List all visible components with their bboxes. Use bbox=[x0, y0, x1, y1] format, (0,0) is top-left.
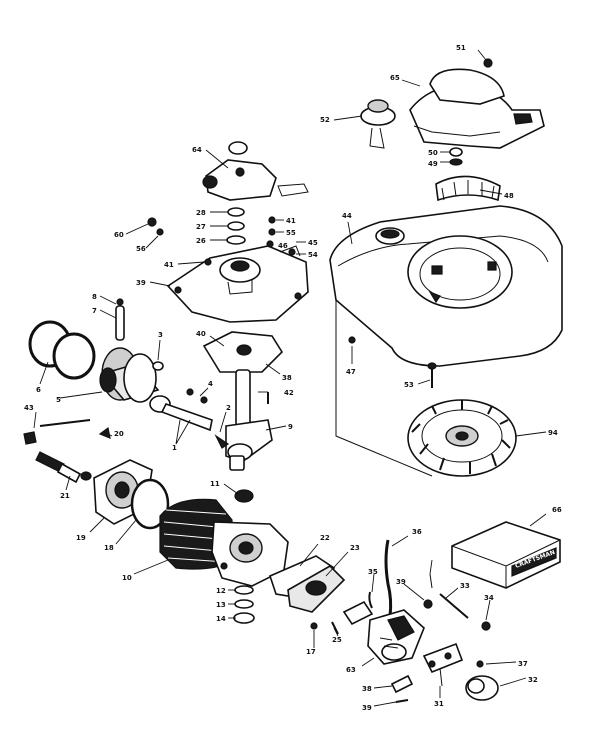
callout-21: 21 bbox=[60, 492, 70, 500]
callout-1: 1 bbox=[172, 444, 177, 452]
callout-39c: 39 bbox=[362, 704, 372, 712]
callout-63: 63 bbox=[346, 666, 356, 674]
callout-44: 44 bbox=[342, 212, 352, 220]
callout-41a: 41 bbox=[286, 217, 296, 225]
small-gasket-part bbox=[310, 600, 374, 635]
callout-52: 52 bbox=[320, 116, 330, 124]
callout-46: 46 bbox=[278, 242, 288, 250]
callout-42: 42 bbox=[284, 389, 294, 397]
top-cover-part bbox=[409, 58, 545, 149]
engine-shroud-part bbox=[329, 205, 563, 477]
callout-9: 9 bbox=[288, 423, 293, 431]
callout-6: 6 bbox=[36, 386, 41, 394]
callout-64: 64 bbox=[192, 146, 202, 154]
reed-valve-part bbox=[269, 555, 346, 613]
cylinder-block-part bbox=[159, 498, 289, 587]
flywheel-part bbox=[407, 399, 517, 477]
leader-lines bbox=[33, 49, 547, 707]
cylinder-gasket-part bbox=[130, 478, 170, 530]
crankshaft-part bbox=[214, 369, 273, 471]
callout-34: 34 bbox=[484, 594, 494, 602]
callout-38b: 38 bbox=[362, 685, 372, 693]
piston-pin-part bbox=[115, 298, 125, 341]
oil-cap-part bbox=[360, 99, 396, 149]
callout-22: 22 bbox=[320, 534, 330, 542]
piston-part bbox=[99, 347, 160, 403]
callout-11: 11 bbox=[210, 480, 220, 488]
starter-bolt-part bbox=[427, 362, 437, 388]
callout-3: 3 bbox=[158, 331, 163, 339]
callout-7: 7 bbox=[92, 307, 97, 315]
connecting-rod-part bbox=[149, 388, 213, 432]
callout-55: 55 bbox=[286, 229, 296, 237]
callout-19: 19 bbox=[76, 534, 86, 542]
bracket-part bbox=[422, 642, 464, 687]
bearing-stack-part bbox=[233, 585, 255, 624]
callout-13: 13 bbox=[216, 601, 226, 609]
callout-60: 60 bbox=[114, 231, 124, 239]
callout-28: 28 bbox=[196, 209, 206, 217]
callout-31: 31 bbox=[434, 700, 444, 708]
callout-23: 23 bbox=[350, 544, 360, 552]
callout-4: 4 bbox=[208, 380, 213, 388]
callout-32: 32 bbox=[528, 676, 538, 684]
callout-39: 39 bbox=[136, 279, 146, 287]
callout-5: 5 bbox=[56, 396, 61, 404]
callout-35: 35 bbox=[368, 568, 378, 576]
callout-47: 47 bbox=[346, 368, 356, 376]
callout-94: 94 bbox=[548, 429, 558, 437]
spacer-stack-part bbox=[226, 207, 246, 245]
carburetor-part bbox=[367, 609, 425, 665]
callout-53: 53 bbox=[404, 381, 414, 389]
callout-labels: 51 65 52 50 49 48 64 28 27 26 60 56 41 5… bbox=[24, 44, 562, 712]
callout-8: 8 bbox=[92, 293, 97, 301]
callout-12: 12 bbox=[216, 587, 226, 595]
callout-20: 20 bbox=[114, 430, 124, 438]
screws-part bbox=[390, 674, 414, 703]
callout-17: 17 bbox=[306, 648, 316, 656]
callout-41b: 41 bbox=[164, 261, 174, 269]
callout-25: 25 bbox=[332, 636, 342, 644]
fuel-line-part bbox=[368, 539, 393, 617]
callout-49: 49 bbox=[428, 160, 438, 168]
decal-plate-part: CRAFTSMAN bbox=[451, 521, 561, 589]
callout-54: 54 bbox=[308, 251, 318, 259]
callout-43: 43 bbox=[24, 404, 34, 412]
callout-14: 14 bbox=[216, 615, 226, 623]
spark-plug-part bbox=[35, 451, 92, 484]
callout-66: 66 bbox=[552, 506, 562, 514]
seal-part bbox=[234, 489, 254, 503]
callout-56: 56 bbox=[136, 245, 146, 253]
callout-38: 38 bbox=[282, 374, 292, 382]
callout-50: 50 bbox=[428, 149, 438, 157]
callout-10: 10 bbox=[122, 574, 132, 582]
callout-26: 26 bbox=[196, 237, 206, 245]
callout-36: 36 bbox=[412, 528, 422, 536]
carb-screws-part bbox=[147, 216, 356, 344]
retainer-part bbox=[152, 361, 164, 371]
piston-rings-part bbox=[28, 320, 96, 380]
callout-65: 65 bbox=[390, 74, 400, 82]
callout-51: 51 bbox=[456, 44, 466, 52]
gasket-part bbox=[202, 331, 284, 373]
base-plate-part bbox=[166, 245, 309, 323]
callout-39b: 39 bbox=[396, 578, 406, 586]
callout-18: 18 bbox=[104, 544, 114, 552]
callout-37: 37 bbox=[518, 660, 528, 668]
callout-33: 33 bbox=[460, 582, 470, 590]
choke-parts bbox=[423, 573, 491, 631]
callout-45: 45 bbox=[308, 239, 318, 247]
callout-48: 48 bbox=[504, 192, 514, 200]
callout-2: 2 bbox=[226, 404, 231, 412]
primer-bulb-part bbox=[465, 660, 499, 701]
carburetor-top-part bbox=[202, 141, 309, 201]
callout-27: 27 bbox=[196, 223, 206, 231]
callout-40: 40 bbox=[196, 330, 206, 338]
